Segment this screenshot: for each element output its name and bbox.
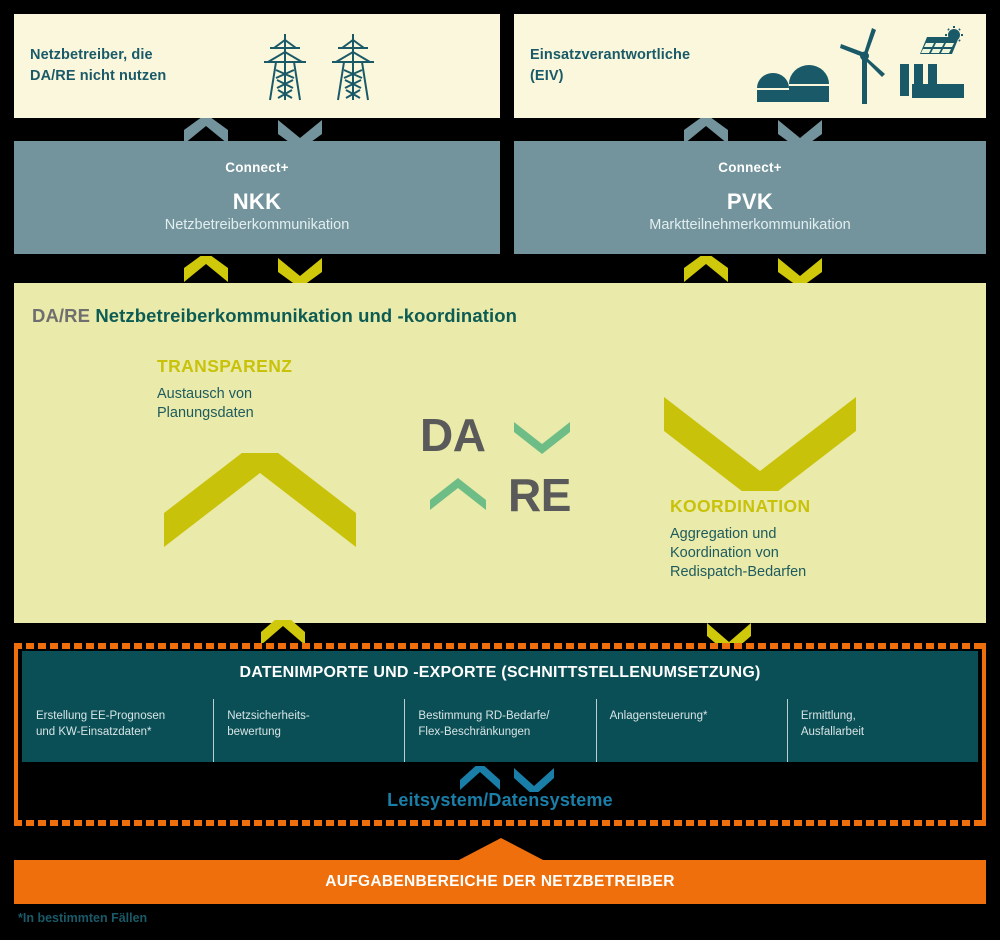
logo-chevron-down-icon	[514, 422, 570, 454]
dare-heading-rest: Netzbetreiberkommunikation und -koordina…	[95, 305, 518, 326]
transparenz-block: TRANSPARENZ Austausch von Planungsdaten	[157, 356, 292, 423]
transparenz-title: TRANSPARENZ	[157, 356, 293, 376]
actor-label-eiv: Einsatzverantwortliche (EIV)	[530, 46, 691, 84]
import-column: Netzsicherheits- bewertung	[213, 699, 404, 762]
koordination-text: Aggregation und Koordination von Redispa…	[670, 526, 807, 581]
connect-box-nkk: Connect+ NKK Netzbetreiberkommunikation	[14, 141, 500, 254]
connector-chevrons-leitsystem	[460, 766, 554, 792]
actor-icons-eiv	[755, 26, 968, 106]
actor-box-netzbetreiber: Netzbetreiber, die DA/RE nicht nutzen	[14, 14, 500, 118]
chevron-down-icon	[778, 120, 822, 146]
dare-main-heading: DA/RE Netzbetreiberkommunikation und -ko…	[32, 305, 517, 327]
chevron-up-icon	[684, 118, 728, 144]
datenimporte-box: DATENIMPORTE UND -EXPORTE (SCHNITTSTELLE…	[22, 651, 978, 762]
actor-icons-netzbetreiber	[256, 30, 382, 102]
dashed-border-bottom	[14, 820, 986, 826]
biogas-dome-icon	[757, 65, 829, 102]
chevron-down-icon	[778, 258, 822, 286]
bottom-bar-arrow	[457, 838, 545, 861]
connector-chevron-up-3	[261, 620, 305, 645]
dare-logo-re: RE	[508, 469, 571, 521]
chevron-down-icon	[278, 258, 322, 286]
chevron-up-icon	[184, 118, 228, 144]
wind-turbine-icon	[840, 28, 885, 104]
dare-logo-da: DA	[420, 409, 486, 461]
import-column: Ermittlung, Ausfallarbeit	[786, 699, 978, 762]
logo-chevron-up-icon	[430, 478, 486, 510]
dare-main-panel: DA/RE Netzbetreiberkommunikation und -ko…	[14, 283, 986, 623]
actor-box-eiv: Einsatzverantwortliche (EIV)	[514, 14, 986, 118]
connect-box-pvk: Connect+ PVK Marktteilnehmerkommunikatio…	[514, 141, 986, 254]
leitsystem-label: Leitsystem/Datensysteme	[387, 790, 613, 810]
chevron-up-icon	[460, 766, 500, 790]
dashed-border-left	[14, 643, 18, 826]
chevron-down-icon	[278, 120, 322, 146]
koordination-title: KOORDINATION	[670, 496, 811, 516]
import-column: Anlagensteuerung*	[595, 699, 787, 762]
import-column: Erstellung EE-Prognosen und KW-Einsatzda…	[36, 710, 166, 738]
dashed-border-right	[982, 643, 986, 826]
footnote-text: *In bestimmten Fällen	[18, 911, 148, 925]
dare-logo: DA RE	[420, 410, 588, 520]
chevron-up-icon	[684, 256, 728, 282]
connect-code-nkk: NKK	[232, 189, 282, 214]
power-pylon-icon	[332, 34, 374, 101]
import-column: Bestimmung RD-Bedarfe/ Flex-Beschränkung…	[404, 699, 595, 762]
aufgabenbereiche-label: AUFGABENBEREICHE DER NETZBETREIBER	[325, 873, 675, 890]
big-chevron-down-icon	[664, 397, 856, 491]
connect-label-nkk: Connect+	[225, 160, 289, 175]
connector-chevron-down-3	[707, 623, 751, 648]
aufgabenbereiche-bar: AUFGABENBEREICHE DER NETZBETREIBER	[14, 860, 986, 904]
datenimporte-title: DATENIMPORTE UND -EXPORTE (SCHNITTSTELLE…	[239, 664, 761, 681]
datenimporte-columns: Erstellung EE-Prognosen und KW-Einsatzda…	[22, 699, 978, 762]
chevron-up-icon	[184, 256, 228, 282]
connect-sub-pvk: Marktteilnehmerkommunikation	[649, 217, 851, 233]
dashed-border-top	[14, 643, 986, 649]
transparenz-text: Austausch von Planungsdaten	[157, 386, 254, 422]
dare-heading-prefix: DA/RE	[32, 305, 91, 326]
connect-sub-nkk: Netzbetreiberkommunikation	[164, 217, 350, 233]
koordination-block: KOORDINATION Aggregation und Koordinatio…	[670, 496, 811, 582]
connect-label-pvk: Connect+	[718, 160, 782, 175]
connect-code-pvk: PVK	[726, 189, 774, 214]
actor-label-netzbetreiber: Netzbetreiber, die DA/RE nicht nutzen	[30, 46, 167, 84]
power-pylon-icon	[264, 34, 306, 101]
big-chevron-up-icon	[164, 453, 356, 547]
chevron-down-icon	[514, 768, 554, 792]
solar-panel-and-factory-icon	[900, 26, 964, 98]
